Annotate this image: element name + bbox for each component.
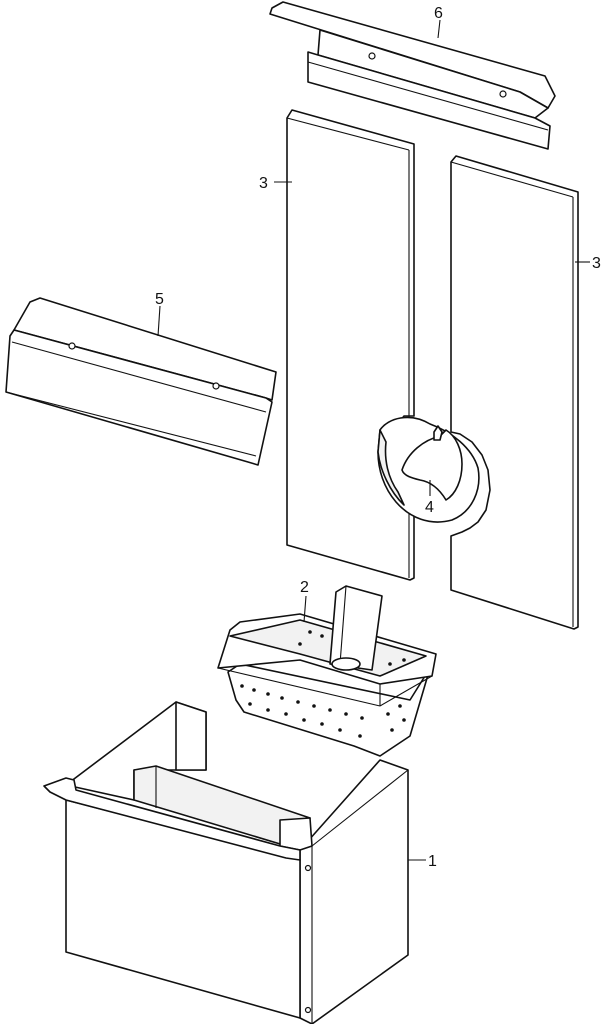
callout-3-right: 3: [592, 255, 601, 272]
callout-5: 5: [155, 291, 164, 308]
part-1-screw-top: [304, 864, 312, 872]
part-5-hole-right: [212, 382, 220, 390]
callout-6: 6: [434, 5, 443, 22]
part-3-right-panel: [450, 155, 579, 630]
part-6-hole-left: [368, 52, 376, 60]
part-3-left-panel: [286, 109, 415, 581]
part-6-hole-right: [499, 90, 507, 98]
part-5-front-bracket: [5, 297, 277, 466]
callout-1: 1: [428, 853, 437, 870]
callout-3-left: 3: [259, 175, 268, 192]
leader-lines: [157, 19, 590, 861]
part-2-burner-tray: [217, 585, 437, 757]
callout-4: 4: [425, 499, 434, 516]
part-2-perforations: [240, 630, 406, 738]
callout-labels: 6 3 3 5 4 2 1: [155, 5, 601, 870]
part-4-burner-collar: [377, 416, 480, 523]
part-1-firebox: [43, 701, 409, 1024]
part-6-top-bracket: [269, 1, 556, 150]
part-1-screw-bottom: [304, 1006, 312, 1014]
part-5-hole-left: [68, 342, 76, 350]
callout-2: 2: [300, 579, 309, 596]
